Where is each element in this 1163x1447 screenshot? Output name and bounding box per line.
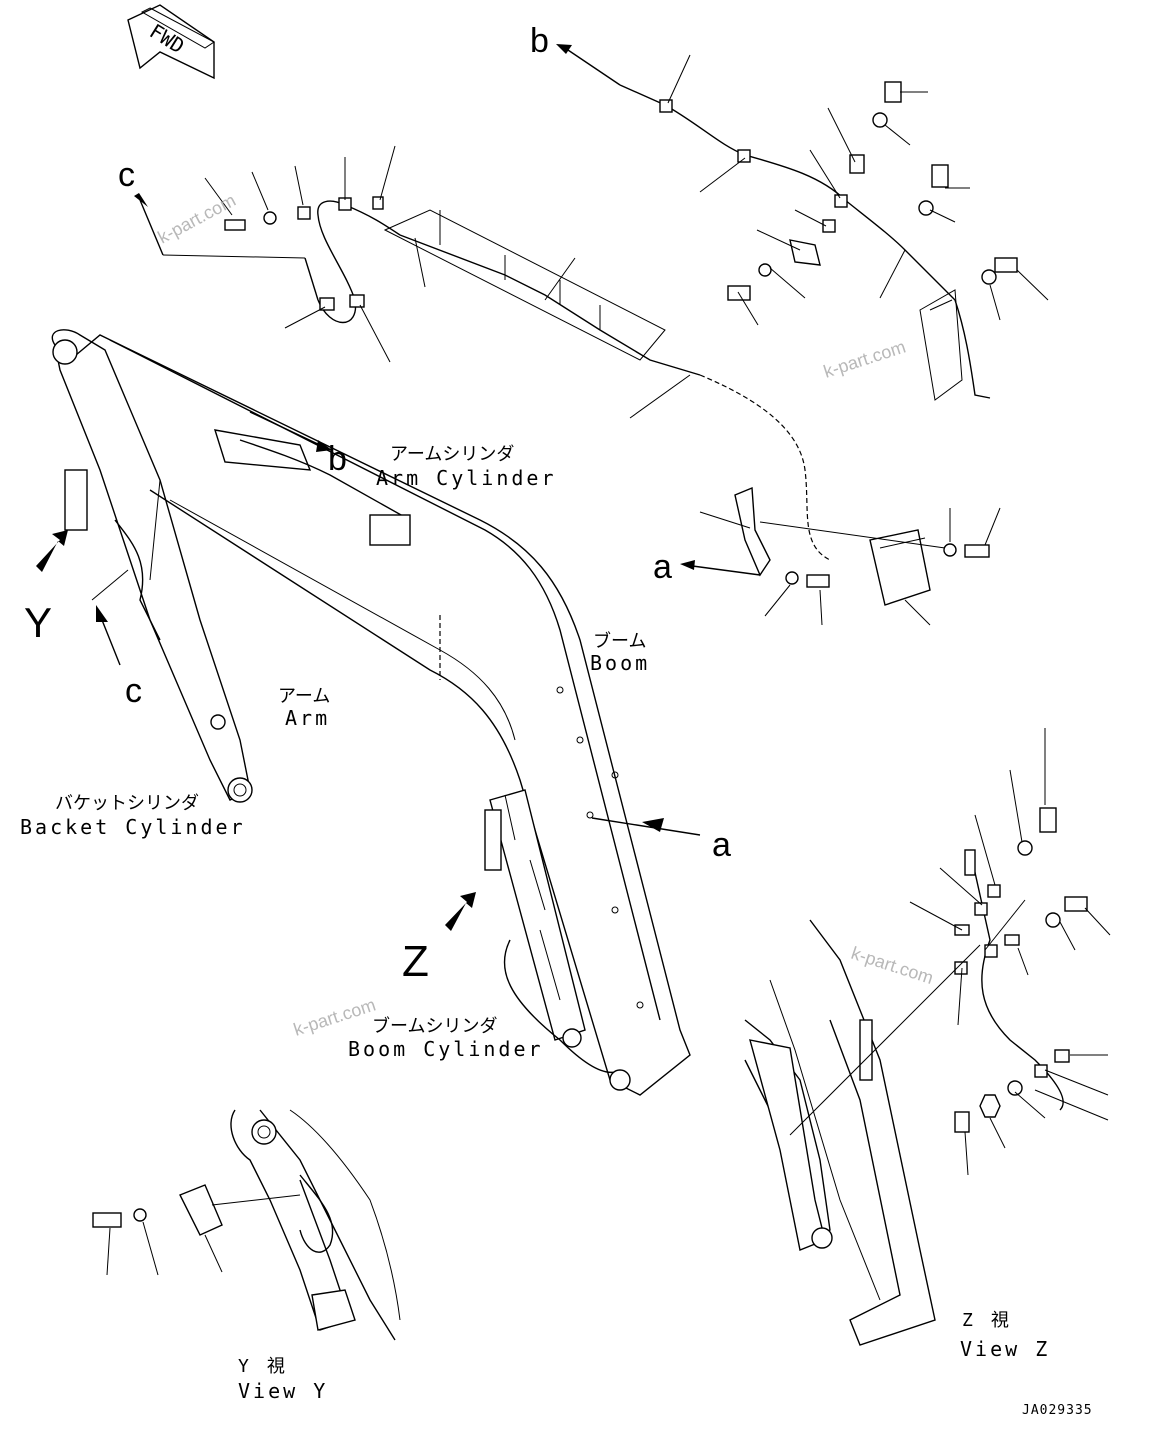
watermark-3: k-part.com bbox=[849, 943, 936, 988]
view-y-en: View Y bbox=[238, 1379, 328, 1403]
arm-jp: アーム bbox=[278, 686, 330, 707]
boom-en: Boom bbox=[590, 651, 650, 675]
watermark-4: k-part.com bbox=[291, 995, 378, 1040]
view-y-arrow-icon bbox=[36, 530, 68, 572]
controller-group-a: a bbox=[653, 486, 1001, 626]
boom-jp: ブーム bbox=[593, 630, 646, 652]
callout-c-top: c bbox=[118, 156, 135, 194]
drawing-number: JA029335 bbox=[1022, 1403, 1093, 1418]
part-labels: アームシリンダ Arm Cylinder ブーム Boom アーム Arm バケ… bbox=[20, 444, 650, 1061]
view-y-jp: Y 視 bbox=[238, 1356, 285, 1377]
boom-cylinder-jp: ブームシリンダ bbox=[372, 1015, 497, 1037]
view-z-en: View Z bbox=[960, 1337, 1050, 1361]
view-z-jp: Z 視 bbox=[962, 1310, 1009, 1331]
callout-b-top: b bbox=[530, 22, 549, 60]
callout-z: Z bbox=[402, 937, 429, 986]
view-y-detail: Y 視 View Y bbox=[92, 1109, 401, 1403]
callout-a-boom: a bbox=[712, 826, 731, 864]
fwd-arrow-icon: FWD bbox=[127, 4, 215, 80]
callout-b-arm: b bbox=[328, 440, 347, 478]
watermark-1: k-part.com bbox=[154, 190, 238, 248]
callout-y: Y bbox=[24, 599, 52, 646]
view-z-detail: Z 視 View Z bbox=[744, 728, 1111, 1361]
boom-arm-assembly: b a c Y Z bbox=[24, 329, 731, 1096]
callout-a-right: a bbox=[653, 548, 672, 586]
callout-c-left: c bbox=[125, 672, 142, 710]
watermark-2: k-part.com bbox=[821, 337, 908, 382]
boom-cylinder-en: Boom Cylinder bbox=[348, 1037, 544, 1061]
bucket-cylinder-en: Backet Cylinder bbox=[20, 815, 246, 839]
view-z-arrow-icon bbox=[445, 892, 476, 931]
arm-en: Arm bbox=[285, 706, 330, 730]
harness-group-c: c bbox=[118, 145, 831, 561]
arm-cylinder-en: Arm Cylinder bbox=[376, 466, 557, 490]
arm-cylinder-jp: アームシリンダ bbox=[390, 444, 514, 465]
bucket-cylinder-jp: バケットシリンダ bbox=[55, 793, 199, 814]
harness-group-b: b bbox=[530, 22, 1049, 401]
